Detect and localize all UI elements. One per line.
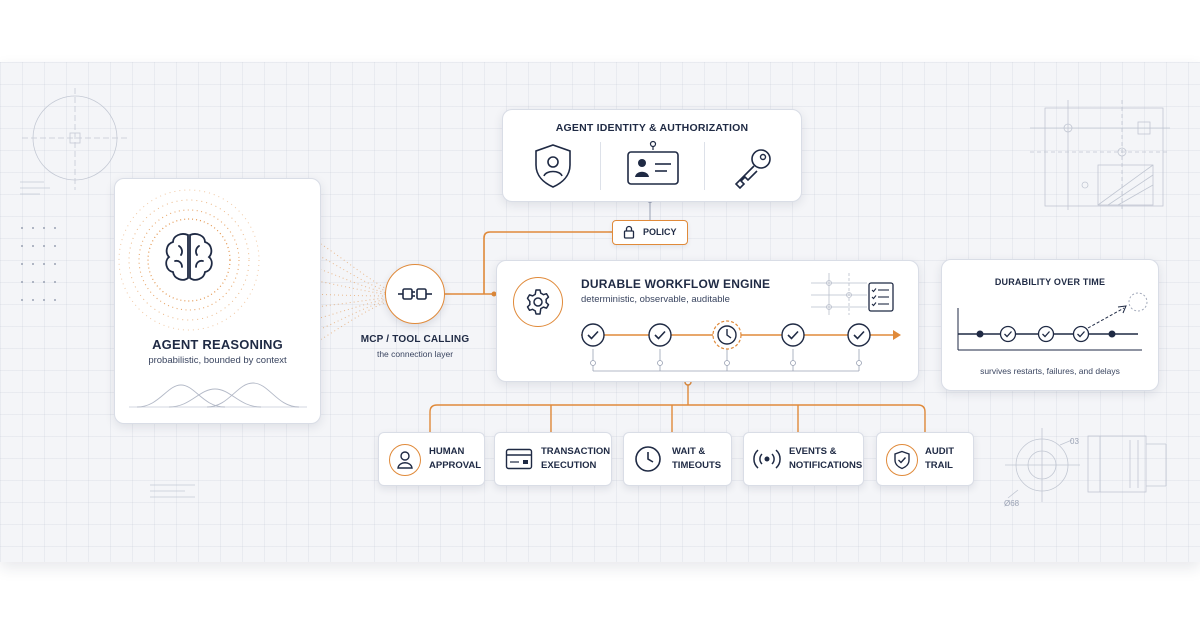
workflow-engine-card: DURABLE WORKFLOW ENGINE deterministic, o… <box>496 260 919 382</box>
durability-title: DURABILITY OVER TIME <box>994 277 1106 287</box>
reasoning-title: AGENT REASONING <box>152 337 283 352</box>
card-icon <box>505 448 533 470</box>
capability-label: NOTIFICATIONS <box>789 460 863 471</box>
capability-wait-timeouts: WAIT & TIMEOUTS <box>623 432 732 486</box>
gear-icon-ring <box>513 277 563 327</box>
identity-card: AGENT IDENTITY & AUTHORIZATION <box>502 109 802 202</box>
capability-events-notifications: EVENTS & NOTIFICATIONS <box>743 432 864 486</box>
identity-divider-2 <box>704 142 705 190</box>
mcp-subtitle: the connection layer <box>376 349 454 359</box>
engine-subtitle: deterministic, observable, auditable <box>581 294 730 305</box>
reasoning-subtitle: probabilistic, bounded by context <box>148 355 287 366</box>
id-card-icon <box>627 140 679 185</box>
step-check-icon <box>781 323 805 347</box>
key-icon <box>734 149 771 190</box>
capability-audit-trail: AUDIT TRAIL <box>876 432 974 486</box>
mcp-title: MCP / TOOL CALLING <box>360 334 470 345</box>
durability-caption: survives restarts, failures, and delays <box>980 366 1120 376</box>
step-clock-icon <box>712 320 742 350</box>
shield-user-icon <box>535 144 571 188</box>
mcp-connector-node <box>385 264 445 324</box>
broadcast-icon <box>753 449 781 469</box>
plug-connector-icon <box>398 288 432 300</box>
capability-human-approval: HUMAN APPROVAL <box>378 432 485 486</box>
capability-label: EXECUTION <box>541 460 597 471</box>
capability-label: AUDIT <box>925 446 955 457</box>
step-check-icon <box>847 323 871 347</box>
policy-label: POLICY <box>643 227 677 237</box>
distribution-curves <box>129 382 307 408</box>
blueprint-sketch-left <box>20 88 195 498</box>
durability-timeline <box>957 292 1148 351</box>
person-icon-ring <box>389 444 421 476</box>
brain-icon <box>165 233 213 281</box>
capability-label: TIMEOUTS <box>672 460 722 471</box>
step-check-icon <box>648 323 672 347</box>
shield-check-icon <box>894 450 910 470</box>
capability-transaction-execution: TRANSACTION EXECUTION <box>494 432 612 486</box>
shield-check-icon-ring <box>886 444 918 476</box>
capability-label: APPROVAL <box>429 460 482 471</box>
person-icon <box>397 451 413 469</box>
lock-icon <box>623 225 635 239</box>
sketch-dim-b: Ø68 <box>1004 499 1020 508</box>
capability-label: WAIT & <box>672 446 706 457</box>
dot-grid-left <box>21 227 56 301</box>
agent-reasoning-card: AGENT REASONING probabilistic, bounded b… <box>114 178 321 424</box>
workflow-timeline <box>581 320 901 372</box>
clock-icon <box>635 446 661 472</box>
capability-label: EVENTS & <box>789 446 837 457</box>
capability-label: TRANSACTION <box>541 446 611 457</box>
engine-mini-schematic <box>811 273 894 315</box>
capability-label: HUMAN <box>429 446 465 457</box>
policy-badge: POLICY <box>612 220 688 245</box>
identity-divider-1 <box>600 142 601 190</box>
blueprint-sketch-right-bottom <box>1005 428 1167 502</box>
identity-title: AGENT IDENTITY & AUTHORIZATION <box>555 122 749 134</box>
gear-icon <box>526 289 550 315</box>
capability-label: TRAIL <box>925 460 953 471</box>
sketch-dim-a: 03 <box>1070 437 1079 446</box>
blueprint-sketch-right-top <box>1030 100 1170 210</box>
durability-card: DURABILITY OVER TIME survives restarts, … <box>941 259 1159 391</box>
step-check-icon <box>581 323 605 347</box>
brain-halo <box>118 189 260 331</box>
engine-title: DURABLE WORKFLOW ENGINE <box>581 277 771 291</box>
